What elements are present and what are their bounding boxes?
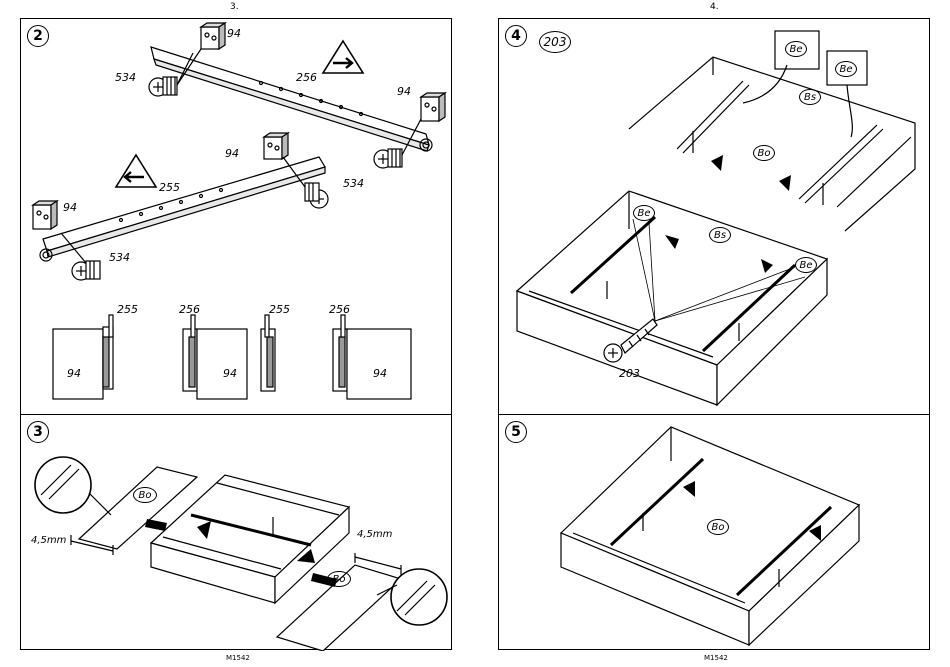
part-label-bo: Bo [133,487,157,503]
dimension-label: 4,5mm [357,529,392,540]
label-534: 534 [109,251,130,264]
label-255: 255 [159,181,180,194]
dimension-label: 4,5mm [31,535,66,546]
step-4-panel: 4 203 [498,18,930,415]
part-label-be: Be [835,61,857,77]
label-94: 94 [397,85,411,98]
part-label-bo: Bo [327,571,351,587]
bed-frame-diagram [499,19,931,416]
screw-label: 203 [619,367,640,380]
rail-diagram [21,19,453,416]
detail-label: 94 [373,367,387,380]
part-label-be: Be [633,205,655,221]
label-256: 256 [296,71,317,84]
detail-label: 94 [67,367,81,380]
part-label-be: Be [785,41,807,57]
model-code-right: M1542 [704,654,728,662]
part-label-be: Be [795,257,817,273]
part-label-bs: Bs [799,89,821,105]
step-3-panel: 3 [20,414,452,650]
part-label-bs: Bs [709,227,731,243]
detail-label: 256 [179,303,200,316]
label-534: 534 [343,177,364,190]
page-number-left: 3. [230,2,239,12]
label-94: 94 [227,27,241,40]
detail-label: 94 [223,367,237,380]
step-5-panel: 5 Bo [498,414,930,650]
detail-label: 255 [269,303,290,316]
model-code-left: M1542 [226,654,250,662]
detail-label: 256 [329,303,350,316]
part-label-bo: Bo [707,519,729,535]
page-number-right: 4. [710,2,719,12]
step-2-panel: 2 [20,18,452,415]
part-label-bo: Bo [753,145,775,161]
detail-label: 255 [117,303,138,316]
label-94: 94 [63,201,77,214]
label-534: 534 [115,71,136,84]
label-94: 94 [225,147,239,160]
